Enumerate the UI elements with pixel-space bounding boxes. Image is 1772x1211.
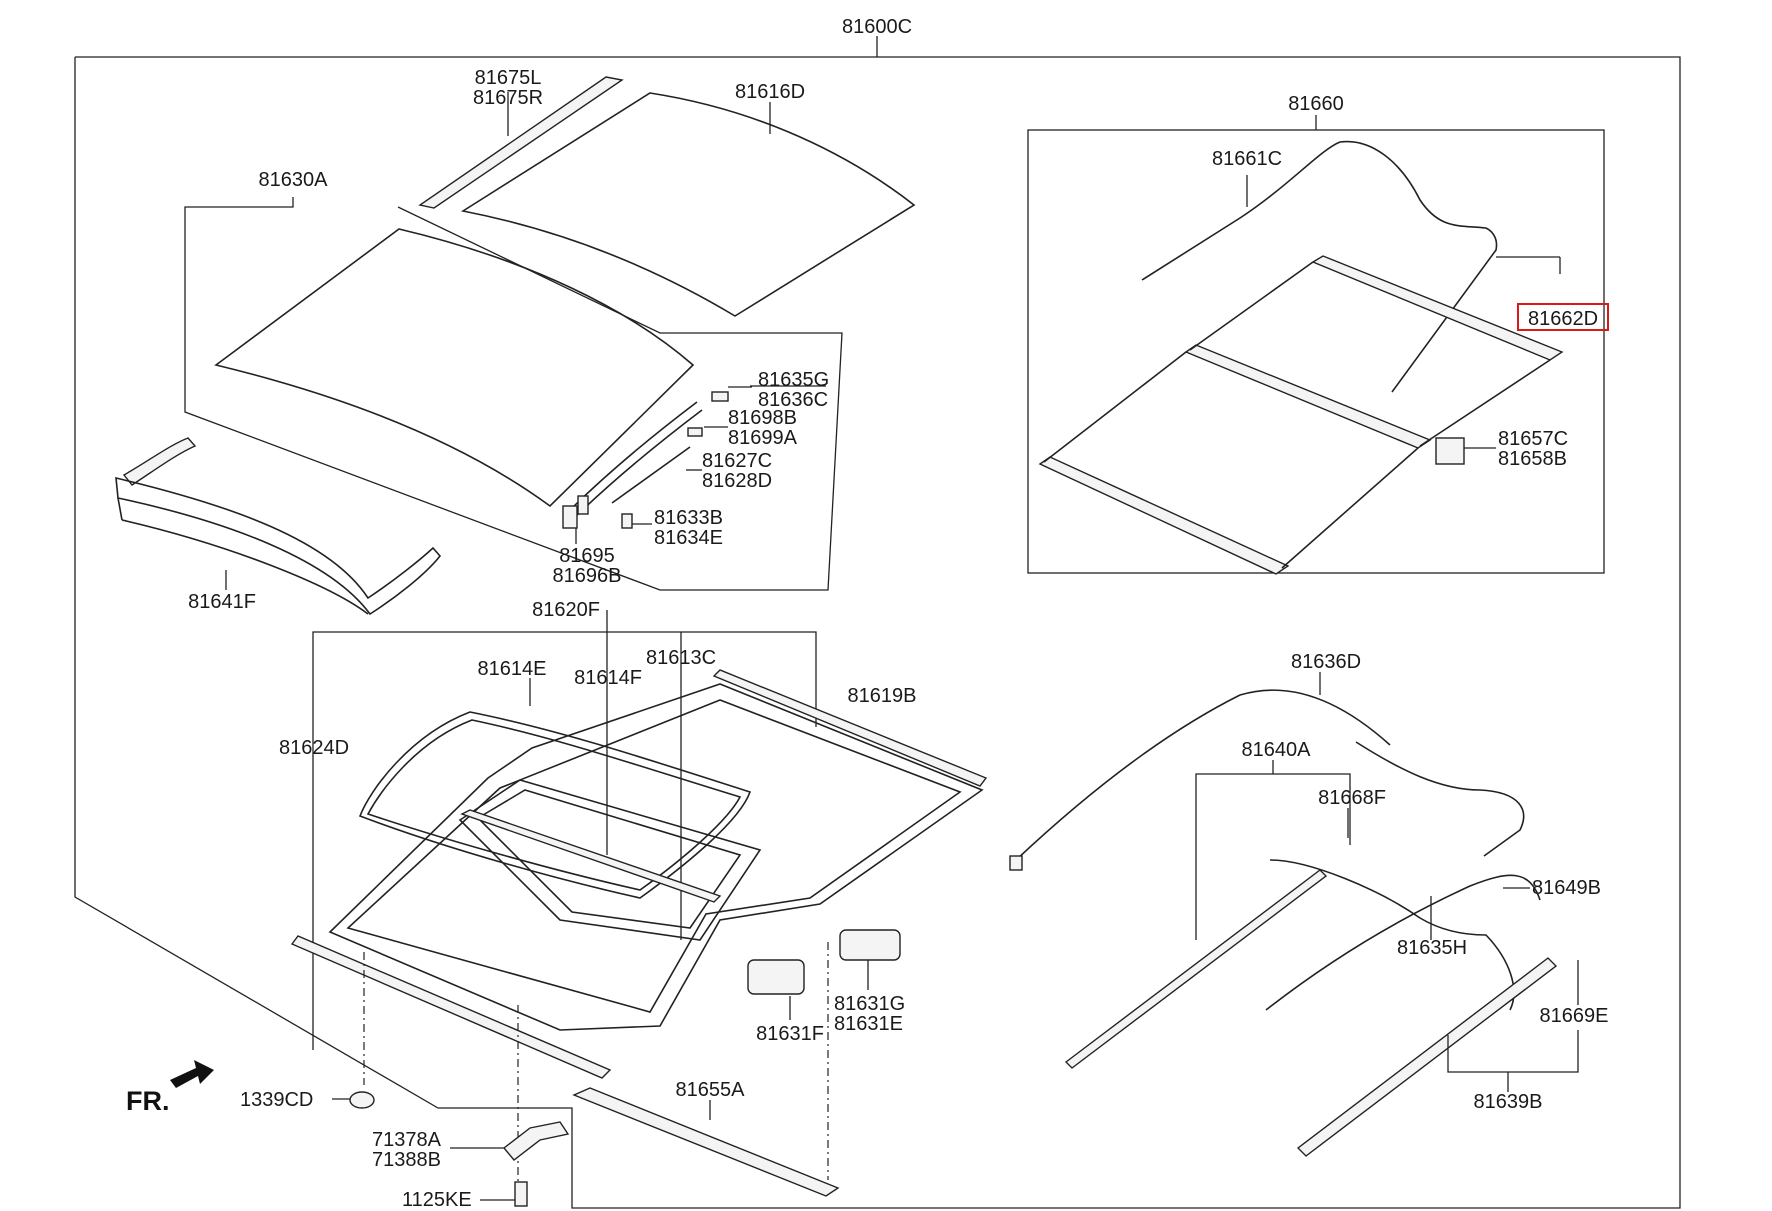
label-81630A: 81630A [259,169,329,191]
label-81600C: 81600C [842,16,912,38]
label-81668F: 81668F [1318,787,1386,809]
fasteners [332,1091,570,1207]
label-81614E: 81614E [478,658,547,680]
part-81616D-glass [460,92,916,317]
label-81636C: 81636C [758,389,828,411]
label-81661C: 81661C [1212,148,1282,170]
part-81630A-frame [184,197,843,591]
label-81657C: 81657C [1498,428,1568,450]
label-81639B: 81639B [1474,1091,1543,1113]
label-81616D: 81616D [735,81,805,103]
fr-label: FR. [126,1086,170,1116]
label-81669E: 81669E [1540,1005,1609,1027]
label-81631G: 81631G [834,993,905,1015]
label-81635H: 81635H [1397,937,1467,959]
front-arrow-icon [170,1060,214,1088]
label-81698B: 81698B [728,407,797,429]
label-81613C: 81613C [646,647,716,669]
label-81624D: 81624D [279,737,349,759]
label-81662D: 81662D [1528,308,1598,330]
part-81675-strip [418,76,624,209]
shade-assembly-box [1027,115,1605,575]
label-71378A: 71378A [372,1129,442,1151]
label-1339CD: 1339CD [240,1089,313,1111]
label-81620F: 81620F [532,599,600,621]
label-81631E: 81631E [834,1013,903,1035]
label-81695: 81695 [559,545,615,567]
highlight-box [1517,303,1609,331]
label-71388B: 71388B [372,1149,441,1171]
label-81658B: 81658B [1498,448,1567,470]
part-81655A-bar [572,1087,840,1197]
main-frame [74,36,1681,1209]
label-81696B: 81696B [553,565,622,587]
label-81699A: 81699A [728,427,798,449]
label-81628D: 81628D [702,470,772,492]
right-lower-cables [1009,672,1579,1157]
label-81635G: 81635G [758,369,829,391]
part-81630A-rail-parts [562,386,752,544]
label-81675L: 81675L [475,67,542,89]
label-81641F: 81641F [188,591,256,613]
label-81634E: 81634E [654,527,723,549]
label-81655A: 81655A [676,1079,746,1101]
part-81641F-deflector [115,437,442,616]
label-81640A: 81640A [1242,739,1312,761]
part-81620F-roof-frame [290,610,988,1195]
label-81675R: 81675R [473,87,543,109]
label-81619B: 81619B [848,685,917,707]
label-81636D: 81636D [1291,651,1361,673]
label-1125KE: 1125KE [402,1189,472,1211]
label-81649B: 81649B [1532,877,1601,899]
label-81633B: 81633B [654,507,723,529]
label-81627C: 81627C [702,450,772,472]
label-81631F: 81631F [756,1023,824,1045]
label-81614F: 81614F [574,667,642,689]
label-81660: 81660 [1288,93,1344,115]
